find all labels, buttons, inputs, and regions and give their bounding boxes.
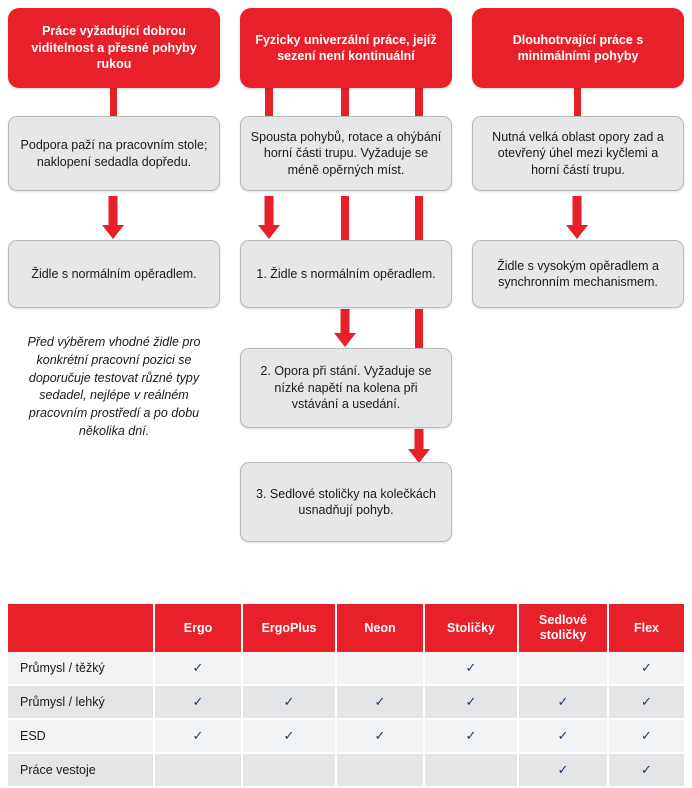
table-cell: ✓	[154, 719, 243, 754]
check-icon: ✓	[283, 728, 295, 743]
check-icon: ✓	[465, 728, 477, 743]
flow-description-right: Nutná velká oblast opory zad a otevřený …	[472, 116, 684, 191]
connector-middle-pass-c1	[415, 196, 423, 240]
table-cell	[336, 753, 425, 788]
table-cell	[336, 652, 425, 686]
flow-result-right-1: Židle s vysokým opěradlem a synchronním …	[472, 240, 684, 308]
table-cell: ✓	[424, 719, 519, 754]
table-cell: ✓	[424, 685, 519, 720]
connector-middle-branch-a	[265, 86, 273, 118]
flow-header-middle: Fyzicky univerzální práce, jejíž sezení …	[240, 8, 452, 88]
flowchart: Práce vyžadující dobrou viditelnost a př…	[8, 8, 684, 542]
table-column-header-sedlove-stolicky: Sedlové stoličky	[518, 604, 609, 652]
table-cell: ✓	[608, 753, 684, 788]
connector-left-1	[110, 86, 117, 118]
product-suitability-table: Ergo ErgoPlus Neon Stoličky Sedlové stol…	[8, 604, 684, 788]
table-column-header-stolicky: Stoličky	[424, 604, 519, 652]
table-cell	[424, 753, 519, 788]
table-cell	[518, 652, 609, 686]
table-row-label: ESD	[8, 719, 155, 754]
table-cell	[242, 753, 337, 788]
flow-header-right: Dlouhotrvající práce s minimálními pohyb…	[472, 8, 684, 88]
flow-description-right-text: Nutná velká oblast opory zad a otevřený …	[492, 129, 664, 177]
arrow-middle-2	[334, 309, 356, 347]
flow-description-left: Podpora paží na pracovním stole; naklope…	[8, 116, 220, 191]
table-cell: ✓	[608, 685, 684, 720]
table-row-label: Průmysl / lehký	[8, 685, 155, 720]
table-row: Průmysl / těžký ✓ ✓ ✓	[8, 652, 684, 686]
table-header-row: Ergo ErgoPlus Neon Stoličky Sedlové stol…	[8, 604, 684, 652]
arrow-left-1	[102, 196, 124, 239]
table-row-label: Průmysl / těžký	[8, 652, 155, 686]
table-cell: ✓	[336, 685, 425, 720]
arrow-middle-1	[258, 196, 280, 239]
table-cell: ✓	[242, 685, 337, 720]
flow-note-left: Před výběrem vhodné židle pro konkrétní …	[10, 334, 218, 441]
table-row: Práce vestoje ✓ ✓	[8, 753, 684, 788]
flow-note-left-text: Před výběrem vhodné židle pro konkrétní …	[27, 335, 201, 438]
table-row: ESD ✓ ✓ ✓ ✓ ✓ ✓	[8, 719, 684, 754]
connector-middle-pass-c2	[415, 309, 423, 348]
check-icon: ✓	[465, 660, 477, 675]
check-icon: ✓	[641, 660, 652, 675]
connector-middle-branch-b	[341, 86, 349, 118]
check-icon: ✓	[192, 728, 204, 743]
check-icon: ✓	[557, 694, 569, 709]
check-icon: ✓	[465, 694, 477, 709]
flow-header-middle-text: Fyzicky univerzální práce, jejíž sezení …	[255, 32, 437, 64]
flow-result-middle-2: 2. Opora při stání. Vyžaduje se nízké na…	[240, 348, 452, 428]
flow-result-middle-1: 1. Židle s normálním opěradlem.	[240, 240, 452, 308]
arrow-middle-3	[408, 429, 430, 463]
flow-header-right-text: Dlouhotrvající práce s minimálními pohyb…	[512, 32, 644, 64]
flow-result-middle-3-text: 3. Sedlové stoličky na kolečkách usnadňu…	[256, 486, 436, 518]
table-cell	[242, 652, 337, 686]
table-cell: ✓	[154, 685, 243, 720]
table-cell	[154, 753, 243, 788]
table-column-header-neon: Neon	[336, 604, 425, 652]
table-cell: ✓	[336, 719, 425, 754]
flow-description-left-text: Podpora paží na pracovním stole; naklope…	[20, 138, 208, 169]
check-icon: ✓	[374, 728, 386, 743]
table-row: Průmysl / lehký ✓ ✓ ✓ ✓ ✓ ✓	[8, 685, 684, 720]
table-cell: ✓	[608, 652, 684, 686]
connector-right-1	[574, 86, 581, 118]
connector-middle-branch-c	[415, 86, 423, 118]
table-column-header-ergoplus: ErgoPlus	[242, 604, 337, 652]
check-icon: ✓	[557, 762, 569, 777]
table-cell: ✓	[518, 719, 609, 754]
flow-result-left-1: Židle s normálním opěradlem.	[8, 240, 220, 308]
table-column-header-flex: Flex	[608, 604, 684, 652]
flow-result-left-1-text: Židle s normálním opěradlem.	[31, 266, 197, 281]
arrow-right-1	[566, 196, 588, 239]
table-body: Průmysl / těžký ✓ ✓ ✓ Průmysl / lehký ✓ …	[8, 652, 684, 788]
connector-middle-pass-b1	[341, 196, 349, 240]
check-icon: ✓	[192, 694, 204, 709]
table-cell: ✓	[242, 719, 337, 754]
flow-description-middle-text: Spousta pohybů, rotace a ohýbání horní č…	[250, 129, 442, 177]
table-cell: ✓	[518, 685, 609, 720]
table-cell: ✓	[518, 753, 609, 788]
flow-description-middle: Spousta pohybů, rotace a ohýbání horní č…	[240, 116, 452, 191]
flow-result-middle-3: 3. Sedlové stoličky na kolečkách usnadňu…	[240, 462, 452, 542]
table-corner-cell	[8, 604, 155, 652]
table-cell: ✓	[154, 652, 243, 686]
check-icon: ✓	[192, 660, 204, 675]
check-icon: ✓	[641, 694, 652, 709]
flow-result-middle-1-text: 1. Židle s normálním opěradlem.	[256, 266, 436, 281]
check-icon: ✓	[557, 728, 569, 743]
check-icon: ✓	[641, 728, 652, 743]
flow-header-left-text: Práce vyžadující dobrou viditelnost a př…	[31, 24, 197, 72]
check-icon: ✓	[283, 694, 295, 709]
check-icon: ✓	[641, 762, 652, 777]
table-cell: ✓	[608, 719, 684, 754]
table-column-header-ergo: Ergo	[154, 604, 243, 652]
flow-header-left: Práce vyžadující dobrou viditelnost a př…	[8, 8, 220, 88]
flow-result-right-1-text: Židle s vysokým opěradlem a synchronním …	[497, 258, 659, 290]
table-row-label: Práce vestoje	[8, 753, 155, 788]
table-cell: ✓	[424, 652, 519, 686]
flow-result-middle-2-text: 2. Opora při stání. Vyžaduje se nízké na…	[260, 364, 432, 412]
check-icon: ✓	[374, 694, 386, 709]
